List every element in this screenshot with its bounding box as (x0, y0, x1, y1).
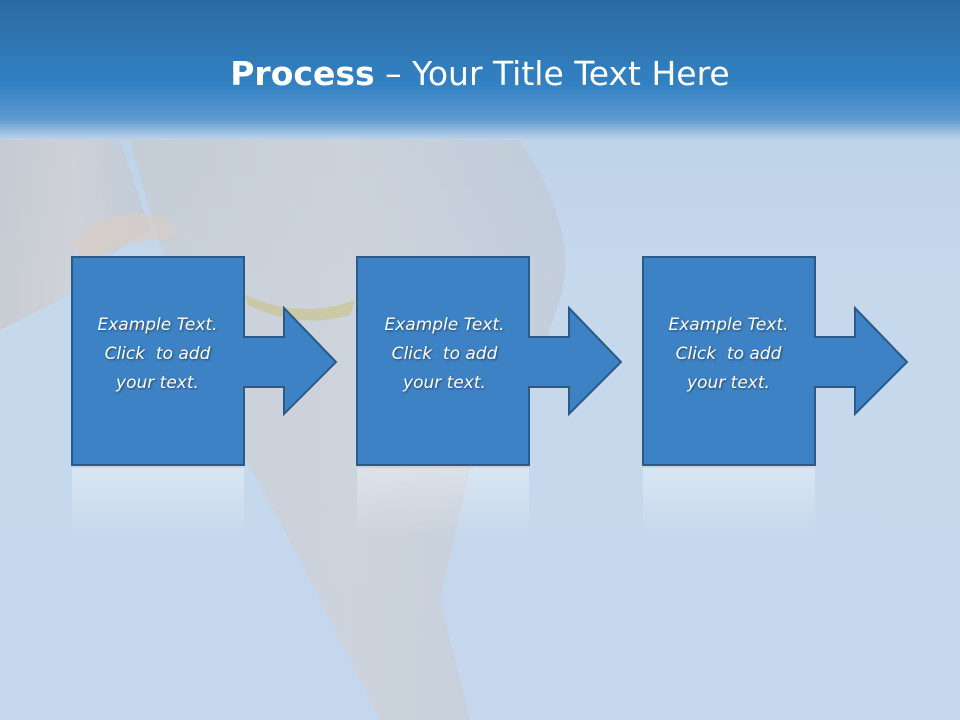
step-2-text[interactable]: Example Text. Click to add your text. (357, 311, 532, 398)
step-1-line-3: your text. (116, 373, 199, 393)
process-step-2[interactable] (356, 256, 623, 466)
step-3-line-1: Example Text. (668, 315, 789, 335)
title-band (0, 0, 960, 140)
step-1-text[interactable]: Example Text. Click to add your text. (70, 311, 245, 398)
title-bold-part: Process (230, 54, 375, 93)
reflection-1 (72, 468, 244, 538)
slide-title[interactable]: Process – Your Title Text Here (0, 52, 960, 96)
reflection-2 (357, 468, 529, 538)
step-1-line-1: Example Text. (97, 315, 218, 335)
title-rest-part: – Your Title Text Here (374, 54, 730, 93)
step-2-line-2: Click to add (391, 344, 498, 364)
step-2-line-3: your text. (403, 373, 486, 393)
reflection-3 (643, 468, 815, 538)
step-3-text[interactable]: Example Text. Click to add your text. (641, 311, 816, 398)
step-3-line-3: your text. (687, 373, 770, 393)
step-2-line-1: Example Text. (384, 315, 505, 335)
step-1-line-2: Click to add (104, 344, 211, 364)
process-step-1[interactable] (71, 256, 338, 466)
process-step-3[interactable] (642, 256, 909, 466)
step-3-line-2: Click to add (675, 344, 782, 364)
